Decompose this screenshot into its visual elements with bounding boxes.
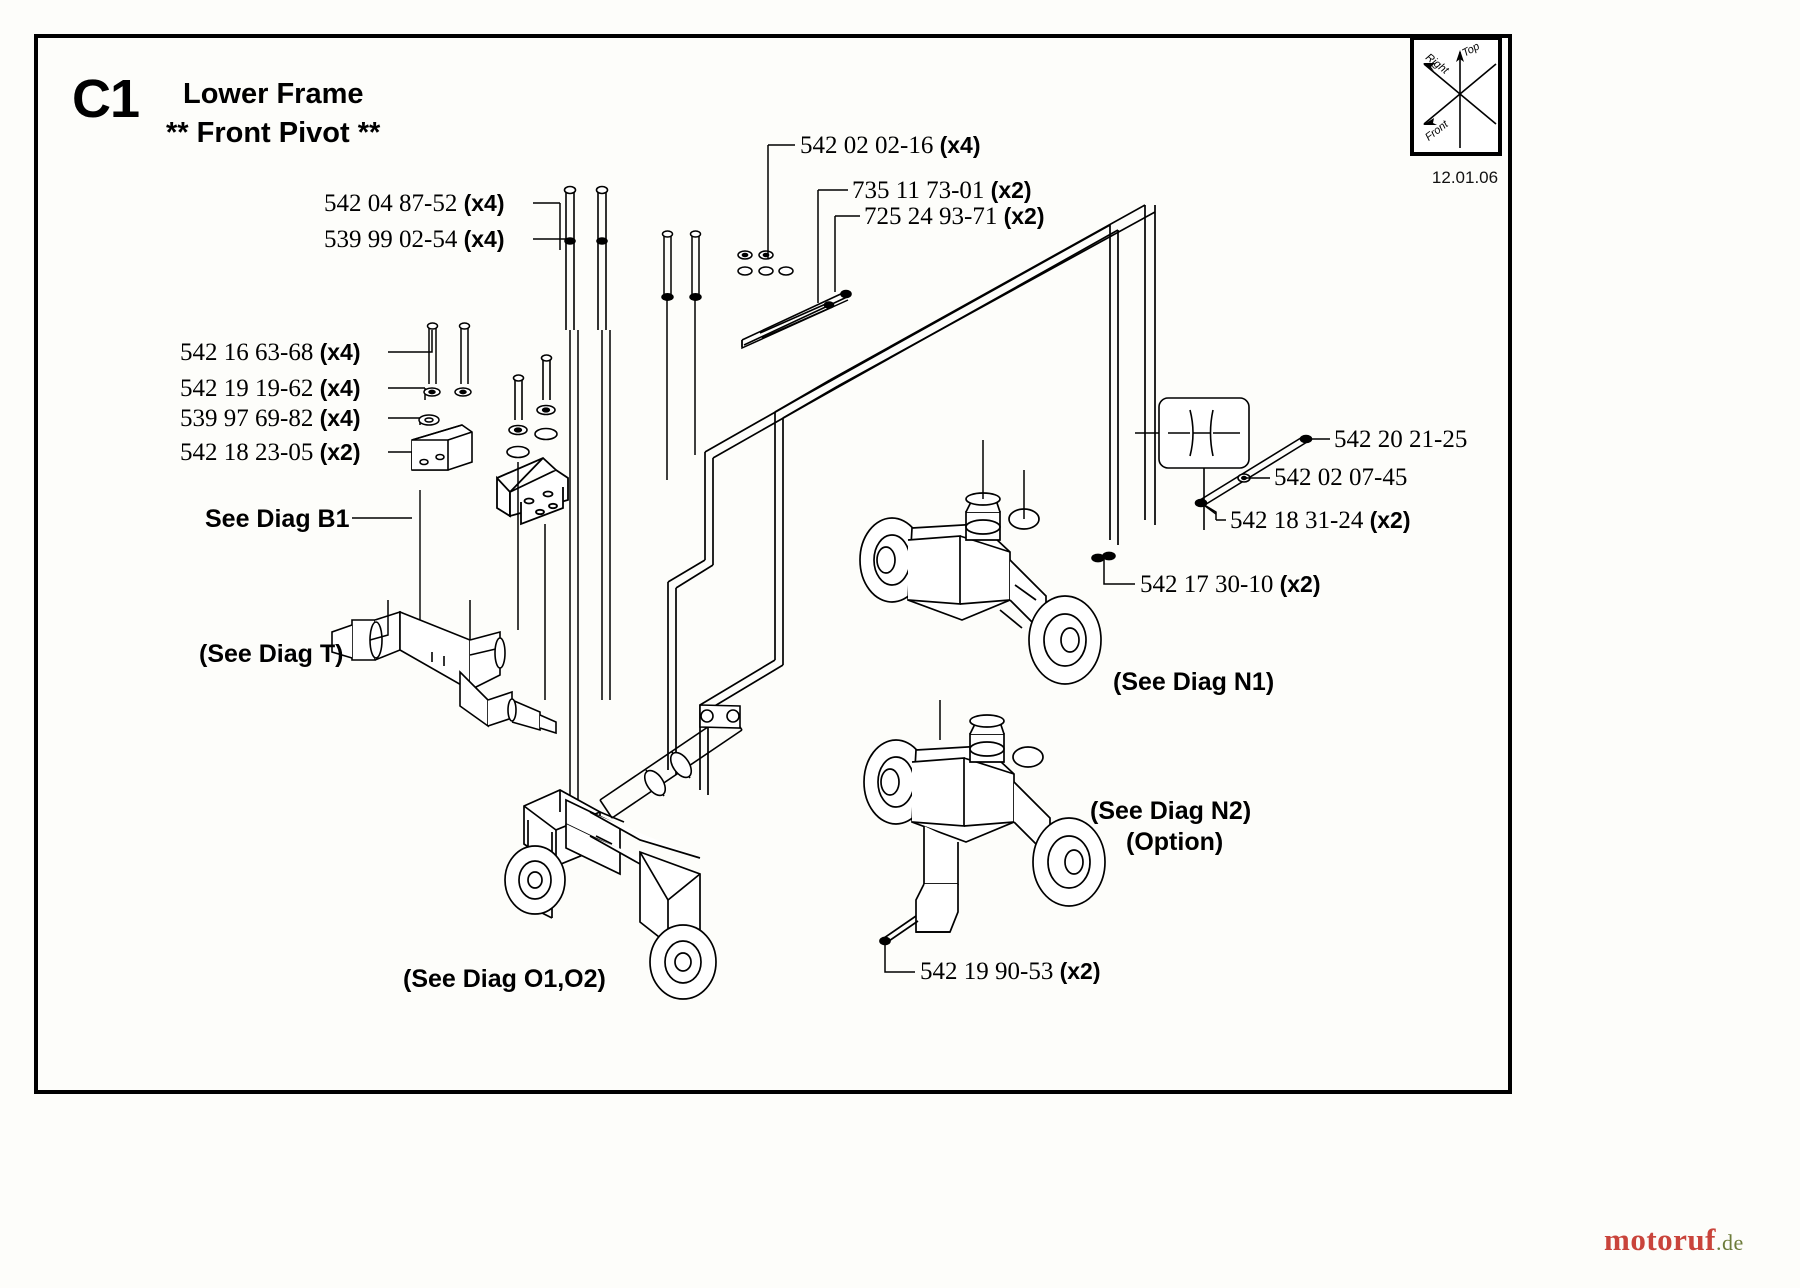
part-label: 735 11 73-01 (x2) — [852, 177, 1032, 205]
part-label: 542 20 21-25 — [1334, 426, 1467, 454]
compass-svg — [1423, 50, 1497, 148]
part-number: 542 18 31-24 — [1230, 507, 1364, 534]
page-title: Lower Frame — [183, 78, 364, 110]
part-qty: (x2) — [319, 439, 361, 465]
part-label: 542 17 30-10 (x2) — [1140, 571, 1320, 599]
part-label: 725 24 93-71 (x2) — [864, 203, 1044, 231]
part-label: 542 19 19-62 (x4) — [180, 375, 360, 403]
diagram-ref-b1: See Diag B1 — [205, 505, 350, 533]
part-number: 542 19 19-62 — [180, 375, 314, 402]
part-qty: (x2) — [990, 177, 1032, 203]
part-number: 539 97 69-82 — [180, 405, 314, 432]
diagram-ref-o: (See Diag O1,O2) — [403, 965, 606, 993]
orientation-compass: Top Right Front — [1410, 36, 1502, 156]
part-label: 539 99 02-54 (x4) — [324, 226, 504, 254]
diagram-ref-t: (See Diag T) — [199, 640, 344, 668]
part-number: 725 24 93-71 — [864, 203, 998, 230]
part-qty: (x4) — [939, 132, 981, 158]
part-qty: (x2) — [1059, 958, 1101, 984]
part-number: 542 18 23-05 — [180, 439, 314, 466]
revision-date: 12.01.06 — [1431, 168, 1499, 187]
page-code: C1 — [72, 69, 140, 129]
part-number: 542 20 21-25 — [1334, 426, 1468, 453]
part-number: 542 02 02-16 — [800, 132, 934, 159]
site-logo: motoruf.de — [1604, 1222, 1744, 1258]
part-label: 542 19 90-53 (x2) — [920, 958, 1100, 986]
diagram-ref-n2: (See Diag N2) — [1090, 797, 1252, 825]
part-label: 542 16 63-68 (x4) — [180, 339, 360, 367]
part-qty: (x4) — [319, 375, 361, 401]
part-number: 542 02 07-45 — [1274, 464, 1408, 491]
diagram-ref-n1: (See Diag N1) — [1113, 668, 1275, 696]
logo-text: motoruf — [1604, 1222, 1716, 1257]
part-qty: (x2) — [1279, 571, 1321, 597]
drawing-frame — [34, 34, 1512, 1094]
part-qty: (x2) — [1003, 203, 1045, 229]
part-label: 539 97 69-82 (x4) — [180, 405, 360, 433]
logo-tld: .de — [1715, 1230, 1744, 1255]
page-subtitle: ** Front Pivot ** — [166, 117, 381, 149]
part-number: 542 17 30-10 — [1140, 571, 1274, 598]
part-number: 539 99 02-54 — [324, 226, 458, 253]
part-label: 542 04 87-52 (x4) — [324, 190, 504, 218]
diagram-ref-n2-option: (Option) — [1126, 828, 1224, 856]
part-qty: (x4) — [319, 405, 361, 431]
part-number: 542 04 87-52 — [324, 190, 458, 217]
part-number: 542 16 63-68 — [180, 339, 314, 366]
part-qty: (x4) — [463, 226, 505, 252]
part-qty: (x2) — [1369, 507, 1411, 533]
part-label: 542 02 02-16 (x4) — [800, 132, 980, 160]
part-number: 735 11 73-01 — [852, 177, 985, 204]
part-number: 542 19 90-53 — [920, 958, 1054, 985]
part-qty: (x4) — [319, 339, 361, 365]
part-label: 542 18 23-05 (x2) — [180, 439, 360, 467]
part-label: 542 02 07-45 — [1274, 464, 1407, 492]
part-label: 542 18 31-24 (x2) — [1230, 507, 1410, 535]
part-qty: (x4) — [463, 190, 505, 216]
